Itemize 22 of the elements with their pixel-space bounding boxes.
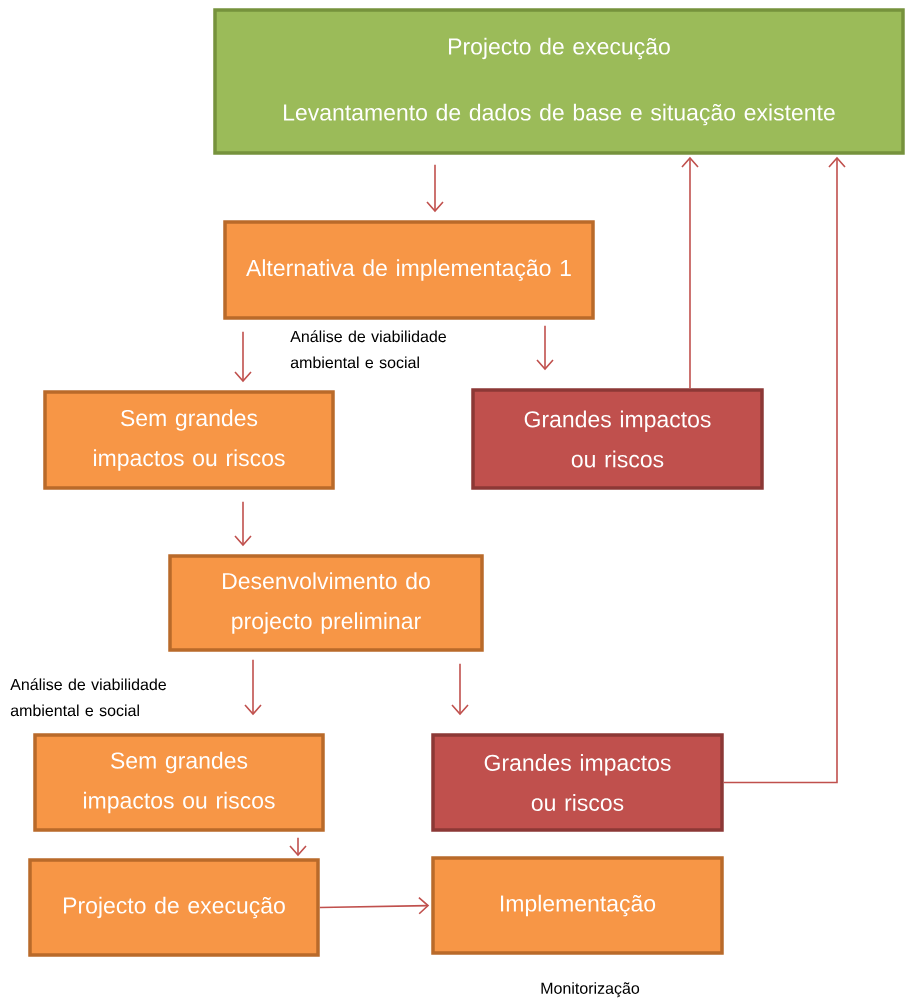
process-box: Projecto de execução xyxy=(28,858,320,957)
arrow xyxy=(289,836,307,857)
header-box: Projecto de execução Levantamento de dados de base e situação existente xyxy=(213,8,905,155)
note-text: Análise de viabilidade ambiental e social xyxy=(10,678,166,717)
process-box: Alternativa de implementação 1 xyxy=(223,220,595,320)
process-box: Sem grandes impactos ou riscos xyxy=(33,733,325,832)
arrow xyxy=(234,330,252,383)
arrow xyxy=(722,156,846,784)
arrow xyxy=(681,156,699,390)
arrow xyxy=(318,896,430,915)
process-box: Sem grandes impactos ou riscos xyxy=(43,390,335,490)
process-box: Implementação xyxy=(431,856,724,955)
arrow xyxy=(536,324,554,371)
note-text: Monitorização xyxy=(541,982,640,998)
arrow xyxy=(426,163,444,213)
arrow xyxy=(234,500,252,547)
risk-box: Grandes impactos ou riscos xyxy=(431,733,724,832)
note-text: Análise de viabilidade ambiental e social xyxy=(290,330,446,369)
arrow xyxy=(244,658,262,716)
risk-box: Grandes impactos ou riscos xyxy=(471,388,764,490)
arrow xyxy=(451,662,469,716)
process-box: Desenvolvimento do projecto preliminar xyxy=(168,554,484,652)
